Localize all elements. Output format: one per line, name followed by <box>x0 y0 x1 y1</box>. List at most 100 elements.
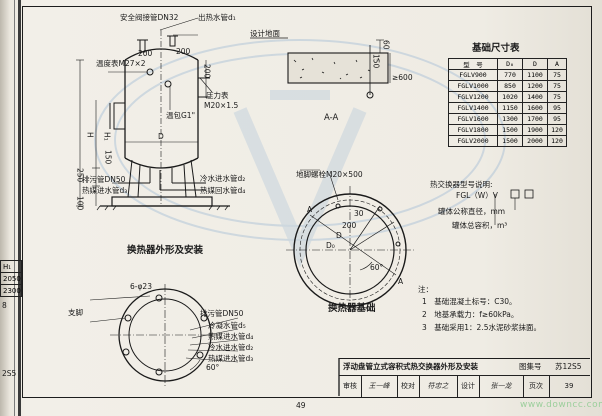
foundation-angle: 60° <box>370 263 384 272</box>
plan-angle: 60° <box>206 363 220 372</box>
plan-heat-return-label: 热媒进水管d₄ <box>208 332 254 341</box>
temp-bulb-label: 温包G1" <box>166 111 196 120</box>
model-legend-title: 热交换器型号说明: <box>430 180 493 189</box>
table-cell: 75 <box>547 69 567 81</box>
model-legend-code: FGL（W）V <box>456 191 498 200</box>
section-mark-a-right: A <box>398 277 404 286</box>
page-number-cell: 39 <box>564 382 574 390</box>
check-label: 校对 <box>397 375 420 397</box>
elevation-view <box>76 17 230 211</box>
holes-label: 6-φ23 <box>130 282 152 291</box>
side-code-marker: 2S5 <box>2 369 17 378</box>
plan-cold-in-label: 冷水进水管d₂ <box>208 343 254 352</box>
table-header-cell: D₀ <box>497 58 523 70</box>
table-cell: FGLV900 <box>448 69 498 81</box>
table-cell: 850 <box>497 80 523 92</box>
table-cell: FGLV1600 <box>448 113 498 125</box>
dim-D0-foundation: D₀ <box>326 241 335 250</box>
section-mark-a-left: A <box>307 205 313 214</box>
table-cell: 75 <box>547 80 567 92</box>
dim-150: 150 <box>103 150 113 165</box>
side-page-marker: 8 <box>2 301 7 310</box>
table-header-cell: 型 号 <box>448 58 498 70</box>
table-cell: 1400 <box>522 91 548 103</box>
dim-600: ≥600 <box>392 73 413 82</box>
table-cell: FGLV1000 <box>448 80 498 92</box>
review-label: 审核 <box>339 375 362 397</box>
dim-200-mid: 200 <box>176 47 191 56</box>
plan-drain-label: 排污管DN50 <box>200 309 244 318</box>
heat-return-label: 热媒回水管d₄ <box>200 186 246 195</box>
table-cell: 95 <box>547 102 567 114</box>
table-cell: FGLV1800 <box>448 124 498 136</box>
pressure-gauge-thread: M20×1.5 <box>204 101 239 110</box>
page-label: 页次 <box>523 375 550 397</box>
table-cell: 95 <box>547 113 567 125</box>
model-legend-diameter: 罐体公称直径，mm <box>438 207 506 216</box>
foundation-table-title: 基础尺寸表 <box>472 43 520 54</box>
table-cell: 1200 <box>522 80 548 92</box>
support-leg-label: 支脚 <box>68 308 83 317</box>
foundation-plan-view <box>286 169 414 312</box>
table-cell: 1300 <box>497 113 523 125</box>
dim-200-right: 200 <box>202 64 212 79</box>
table-header-cell: D <box>522 58 548 70</box>
table-cell: 1500 <box>497 135 523 147</box>
plan-heat-in-label: 热媒进水管d₃ <box>208 354 254 363</box>
design-signature: 张一龙 <box>479 375 524 397</box>
binding-edge <box>18 0 21 416</box>
table-cell: 120 <box>547 124 567 136</box>
title-block: 浮动盘管立式容积式热交换器外形及安装 图集号 苏12S5 审核 王一峰 校对 符… <box>339 358 590 397</box>
drain-label: 排污管DN50 <box>82 175 126 184</box>
page-number: 49 <box>296 401 306 410</box>
section-aa-caption: A-A <box>324 113 339 123</box>
thermometer-label: 温度表M27×2 <box>96 59 146 68</box>
design-label: 设计 <box>457 375 480 397</box>
table-cell: 1020 <box>497 91 523 103</box>
drawing-title: 浮动盘管立式容积式热交换器外形及安装 <box>343 362 478 371</box>
atlas-number: 苏12S5 <box>555 362 582 371</box>
note-item: 2 地基承载力：f≥60kPa。 <box>422 310 519 319</box>
review-signature: 王一峰 <box>361 375 398 397</box>
note-item: 3 基础采用1：2.5水泥砂浆抹面。 <box>422 323 541 332</box>
dim-200-top: 200 <box>138 49 153 58</box>
table-cell: FGLV1200 <box>448 91 498 103</box>
dim-30: 30 <box>354 209 364 218</box>
heat-in-label: 热媒进水管d₃ <box>82 186 128 195</box>
dim-100: 100 <box>75 196 85 211</box>
plan-condensate-label: 冷凝水管d₅ <box>208 321 246 330</box>
atlas-label: 图集号 <box>519 362 542 371</box>
cold-in-label: 冷水进水管d₂ <box>200 174 246 183</box>
table-cell: 1150 <box>497 102 523 114</box>
note-item: 1 基础混凝土标号：C30。 <box>422 297 517 306</box>
table-cell: 1500 <box>497 124 523 136</box>
table-cell: 770 <box>497 69 523 81</box>
dim-H1: H₁ <box>102 132 112 141</box>
dim-D: D <box>158 132 164 141</box>
section-aa-view <box>250 37 391 99</box>
pressure-gauge-label: 压力表 <box>206 91 229 100</box>
design-floor-label: 设计地面 <box>250 29 280 38</box>
table-cell: FGLV2000 <box>448 135 498 147</box>
table-cell: 120 <box>547 135 567 147</box>
side-table-header: H₁ <box>0 260 22 273</box>
dim-150-aa: 150 <box>371 54 381 69</box>
model-legend-volume: 罐体总容积，m³ <box>452 221 508 230</box>
side-table-value: 2300 <box>0 284 22 297</box>
dim-H: H <box>85 132 95 138</box>
safety-valve-label: 安全阀接管DN32 <box>120 13 179 22</box>
watermark: www.downcc.com <box>520 400 602 410</box>
side-table-value: 2050 <box>0 272 22 285</box>
notes-heading: 注： <box>418 285 433 294</box>
sheet-frame <box>22 6 592 398</box>
dim-200-foundation: 200 <box>342 221 357 230</box>
table-cell: 1100 <box>522 69 548 81</box>
